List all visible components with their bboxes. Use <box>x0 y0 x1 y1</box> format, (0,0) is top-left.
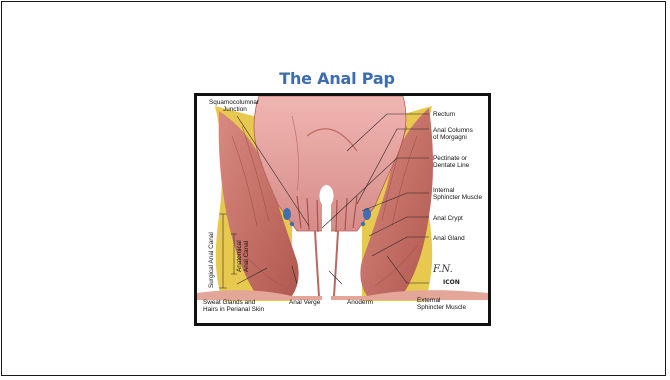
label-anal-columns: Anal Columns <box>433 127 473 134</box>
label-internal-sphincter-2: Sphincter Muscle <box>433 194 482 201</box>
svg-text:F.N.: F.N. <box>432 264 453 275</box>
anal-canal-top <box>320 185 334 207</box>
label-anal-crypt: Anal Crypt <box>433 215 463 222</box>
label-anatomical-canal-2: Anal Canal <box>243 241 250 272</box>
anatomy-illustration: F.N. ICON Squamocolumnar Junction <box>194 93 491 326</box>
label-anoderm: Anoderm <box>347 299 373 306</box>
label-anal-columns-2: of Morgagni <box>433 134 467 141</box>
anal-canal-diagram: F.N. ICON Squamocolumnar Junction <box>197 96 488 323</box>
label-sweat-glands: Sweat Glands and <box>203 299 256 306</box>
label-rectum: Rectum <box>433 111 455 118</box>
label-anatomical-canal: Anatomical <box>236 240 243 272</box>
slide-title: The Anal Pap <box>2 69 670 88</box>
label-sweat-glands-2: Hairs in Perianal Skin <box>203 306 265 313</box>
label-squamocolumnar: Squamocolumnar <box>209 99 260 106</box>
label-pectinate: Pectinate or <box>433 155 468 162</box>
label-external-sphincter-2: Sphincter Muscle <box>417 304 466 311</box>
label-anal-verge: Anal Verge <box>289 299 321 306</box>
label-surgical-canal: Surgical Anal Canal <box>208 232 215 288</box>
svg-text:ICON: ICON <box>443 279 460 286</box>
label-anal-gland: Anal Gland <box>433 235 465 242</box>
anal-canal-lumen <box>322 196 331 296</box>
label-pectinate-2: Dentate Line <box>433 162 470 169</box>
slide: The Anal Pap <box>1 1 666 376</box>
label-squamocolumnar-2: Junction <box>223 106 247 113</box>
label-external-sphincter: External <box>417 297 440 304</box>
label-internal-sphincter: Internal <box>433 187 454 194</box>
